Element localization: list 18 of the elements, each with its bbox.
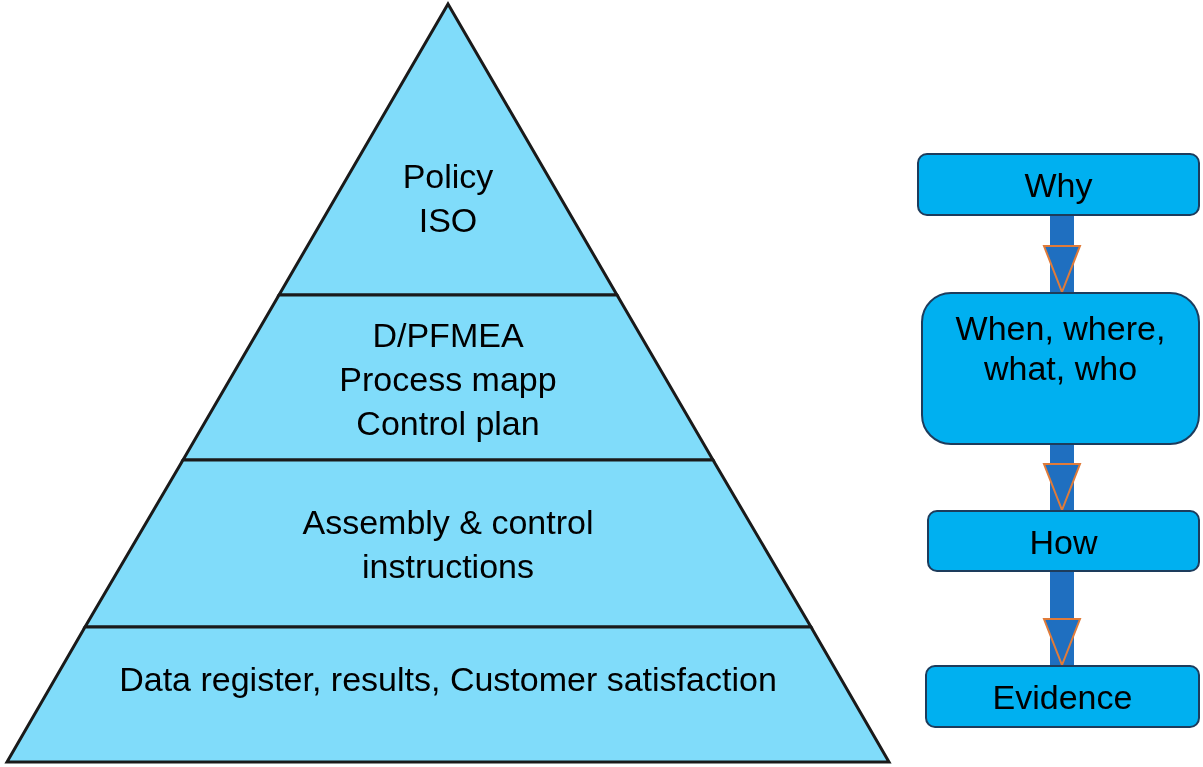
process-box xyxy=(921,292,1200,445)
layer-label: Assembly & control instructions xyxy=(301,502,595,587)
process-box xyxy=(927,510,1200,572)
process-box xyxy=(925,665,1200,728)
block-arrow xyxy=(1043,216,1081,293)
layer-label: D/PFMEA xyxy=(371,315,525,356)
layer-label: Policy xyxy=(401,156,495,197)
box-label: Why xyxy=(1024,165,1093,205)
block-arrow xyxy=(1043,445,1081,511)
box-label: Evidence xyxy=(992,677,1133,717)
box-label: How xyxy=(1029,522,1098,562)
box-label: When, where, what, who xyxy=(954,308,1167,388)
layer-label: ISO xyxy=(417,200,479,241)
layer-label: Control plan xyxy=(355,403,541,444)
layer-label: Process mapp xyxy=(338,359,558,400)
layer-label: Data register, results, Customer satisfaction xyxy=(118,659,778,700)
process-box xyxy=(917,153,1200,216)
block-arrow xyxy=(1043,572,1081,666)
